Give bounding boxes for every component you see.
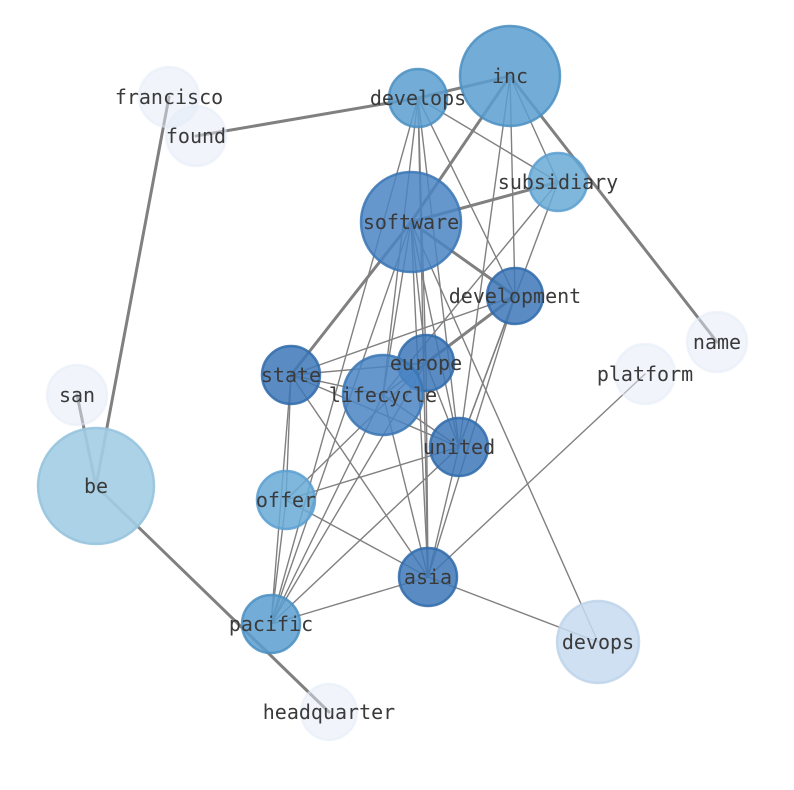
node-be[interactable] (36, 426, 156, 546)
node-layer (36, 24, 749, 742)
node-label-united: united (423, 435, 495, 459)
node-subsidiary[interactable] (527, 151, 589, 213)
node-label-headquarter: headquarter (263, 700, 395, 724)
label-layer: inc develops francisco found subsidiary softw… (59, 64, 741, 724)
node-develops[interactable] (387, 67, 449, 129)
node-label-francisco: francisco (115, 85, 223, 109)
edge-francisco-be (94, 95, 171, 488)
node-name[interactable] (685, 310, 749, 374)
node-label-devops: devops (562, 630, 634, 654)
edge-development-state (290, 295, 516, 376)
node-label-europe: europe (390, 351, 462, 375)
edge-develops-development (417, 97, 516, 297)
edge-inc-united (458, 75, 511, 448)
node-platform[interactable] (613, 342, 677, 406)
node-lifecycle[interactable] (341, 353, 425, 437)
edge-lifecycle-pacific (270, 394, 384, 625)
node-label-pacific: pacific (229, 612, 313, 636)
node-label-develops: develops (370, 86, 466, 110)
node-development[interactable] (485, 266, 545, 326)
node-inc[interactable] (458, 24, 562, 128)
node-found[interactable] (164, 104, 228, 168)
node-pacific[interactable] (240, 593, 302, 655)
edge-layer (75, 74, 719, 714)
node-devops[interactable] (555, 599, 641, 685)
edge-europe-asia (425, 362, 429, 578)
node-united[interactable] (428, 416, 490, 478)
node-offer[interactable] (255, 469, 317, 531)
node-san[interactable] (45, 363, 109, 427)
node-label-lifecycle: lifecycle (329, 383, 437, 407)
node-label-be: be (84, 474, 108, 498)
node-software[interactable] (359, 170, 463, 274)
node-headquarter[interactable] (299, 682, 359, 742)
node-label-offer: offer (256, 488, 316, 512)
node-state[interactable] (260, 344, 322, 406)
node-label-found: found (166, 124, 226, 148)
edge-software-pacific (270, 221, 412, 625)
node-label-platform: platform (597, 362, 693, 386)
edge-software-devops (410, 221, 599, 643)
node-label-inc: inc (492, 64, 528, 88)
node-label-subsidiary: subsidiary (498, 170, 618, 194)
node-label-asia: asia (404, 565, 452, 589)
node-label-name: name (693, 330, 741, 354)
edge-develops-united (417, 97, 460, 448)
node-label-state: state (261, 363, 321, 387)
node-label-development: development (449, 284, 581, 308)
node-label-software: software (363, 210, 459, 234)
edge-develops-found (194, 96, 420, 138)
edge-asia-platform (427, 373, 646, 578)
edge-united-pacific (270, 446, 460, 625)
edge-inc-name (508, 74, 719, 344)
node-asia[interactable] (397, 546, 459, 608)
node-label-san: san (59, 383, 95, 407)
